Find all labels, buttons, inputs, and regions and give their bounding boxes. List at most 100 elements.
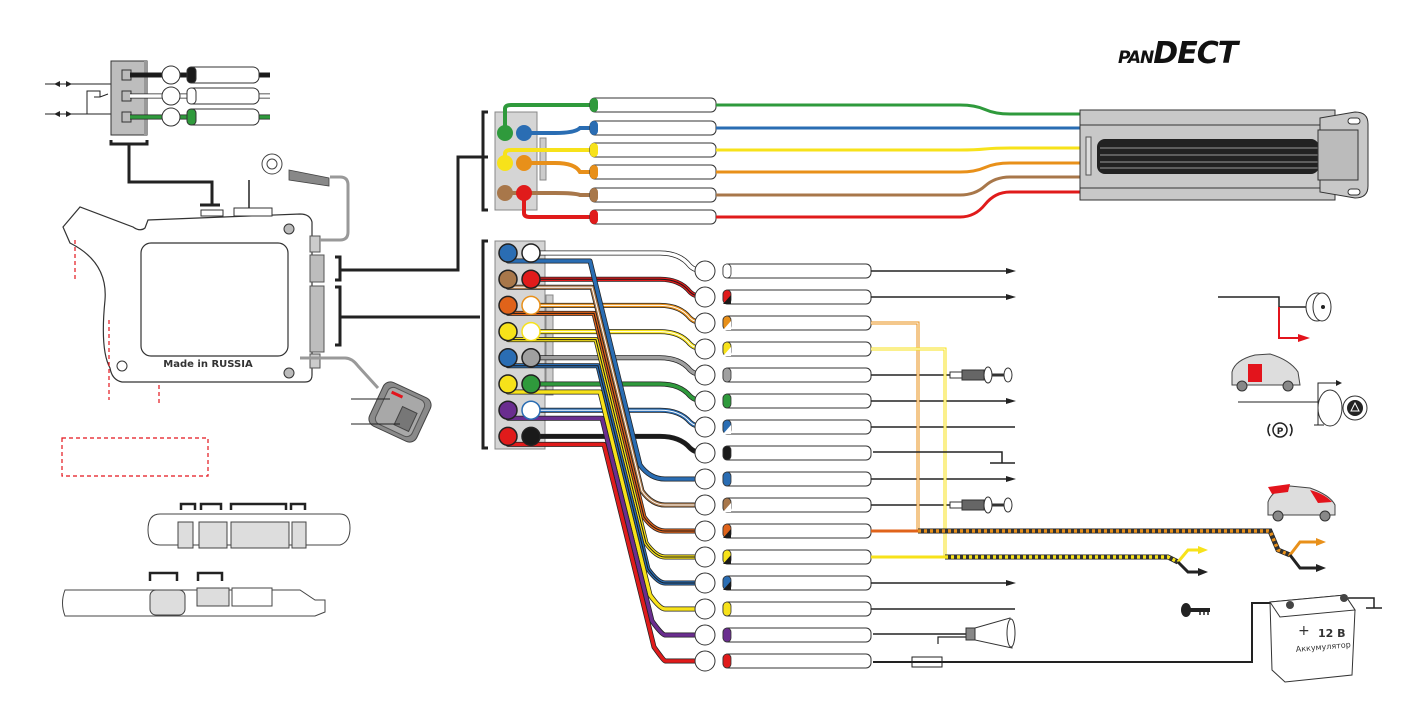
yellow-link-stripe: [871, 349, 945, 557]
can-pin-yellow: [497, 155, 513, 171]
twisted-pair-yellow: [945, 557, 1178, 562]
sleeve-body: [723, 498, 871, 512]
wire-number-circle: [695, 625, 715, 645]
wire-number-circle: [162, 108, 180, 126]
pin-brown: [499, 270, 517, 288]
sleeve-cap: [723, 472, 731, 486]
sleeve-body: [723, 446, 871, 460]
led-button-icon: [366, 379, 433, 444]
svg-text:P: P: [1277, 427, 1284, 437]
can-module-icon: [1080, 110, 1368, 200]
can-port: [310, 255, 324, 282]
twisted-pair-orange-a: [918, 531, 1290, 555]
pin-yellow: [499, 323, 517, 341]
wire-number-circle: [695, 443, 715, 463]
ls-body: [962, 370, 984, 380]
unit-side-view-bottom: [63, 573, 326, 616]
sleeve-cap: [723, 602, 731, 616]
battery-voltage: 12 B: [1318, 627, 1346, 640]
can-wire-to-module: [716, 163, 1080, 172]
relay-sleeve: [187, 67, 259, 83]
wire-label-sleeve: [723, 524, 871, 538]
top-port: [201, 210, 223, 216]
ls-tab: [950, 372, 962, 378]
sleeve-body: [723, 394, 871, 408]
side-port: [310, 354, 320, 368]
sleeve-body: [723, 524, 871, 538]
can-pin-green: [497, 125, 513, 141]
wire-number-circle: [695, 495, 715, 515]
pin-yellow: [522, 323, 540, 341]
buzzer-icon: [1218, 293, 1331, 342]
arrow-head-icon: [1006, 580, 1016, 586]
wire-number-circle: [695, 417, 715, 437]
wire-number-circle: [695, 313, 715, 333]
limit-switch-icon: [950, 497, 1012, 513]
hazard-button-icon: [1238, 380, 1367, 426]
arrow-head-icon: [1316, 564, 1326, 572]
main-unit-label-area: [141, 243, 288, 356]
pin-dark_orange: [499, 296, 517, 314]
can-sleeve-cap: [590, 121, 598, 135]
wire-number-circle: [695, 521, 715, 541]
pin-blue: [499, 349, 517, 367]
wire-label-sleeve: [723, 342, 871, 356]
can-sleeve: [590, 210, 716, 224]
wire-number-circle: [695, 547, 715, 567]
wire-label-sleeve: [723, 368, 871, 382]
wire-label-sleeve: [723, 498, 871, 512]
can-pin-blue: [516, 125, 532, 141]
pin-yellow: [499, 375, 517, 393]
relay-pin: [122, 112, 131, 122]
main-unit: Made in RUSSIA: [62, 112, 488, 476]
ground-wire: [320, 177, 348, 240]
key-icon: [1181, 603, 1210, 617]
can-pin-orange: [516, 155, 532, 171]
limit-switch-icon: [950, 367, 1012, 383]
sleeve-body: [723, 264, 871, 278]
can-sleeve-cap: [590, 210, 598, 224]
can-sleeve-cap: [590, 165, 598, 179]
car-door-icon: [1232, 354, 1300, 391]
ls-button: [1004, 368, 1012, 382]
wire-number-circle: [695, 391, 715, 411]
wire-number-circle: [695, 651, 715, 671]
top-port: [234, 208, 272, 216]
ls-button: [1004, 498, 1012, 512]
relay-switch-icon: [87, 91, 108, 114]
sleeve-body: [723, 550, 871, 564]
can-sleeve-cap: [590, 143, 598, 157]
can-wire-to-module: [716, 105, 1080, 114]
pin-white: [522, 244, 540, 262]
wire-number-circle: [695, 469, 715, 489]
can-sleeve-cap: [590, 98, 598, 112]
relay-sleeve-cap: [187, 109, 196, 125]
main-port: [310, 286, 324, 352]
sleeve-body: [723, 602, 871, 616]
unit-side-view-top: [148, 504, 350, 548]
wire-number-circle: [695, 261, 715, 281]
side-port: [310, 236, 320, 252]
sleeve-body: [723, 290, 871, 304]
wire-number-circle: [695, 339, 715, 359]
wire-label-sleeve: [723, 394, 871, 408]
arrow-head-icon: [1006, 476, 1016, 482]
pin-red: [499, 427, 517, 445]
sleeve-cap: [723, 628, 731, 642]
sleeve-cap: [723, 446, 731, 460]
wire-label-sleeve: [723, 264, 871, 278]
pin-blue: [522, 401, 540, 419]
wire-outline: [508, 436, 705, 661]
pin-green: [522, 375, 540, 393]
yellow-link: [871, 349, 945, 557]
made-in-label: Made in RUSSIA: [163, 359, 253, 370]
pin-purple: [499, 401, 517, 419]
pin-gray: [522, 349, 540, 367]
sleeve-body: [723, 628, 871, 642]
black-split-wire: [1290, 555, 1318, 568]
can-wire-to-module: [716, 148, 1080, 150]
main-connector-latch: [546, 295, 553, 395]
sleeve-body: [723, 342, 871, 356]
sleeve-cap: [723, 368, 731, 382]
